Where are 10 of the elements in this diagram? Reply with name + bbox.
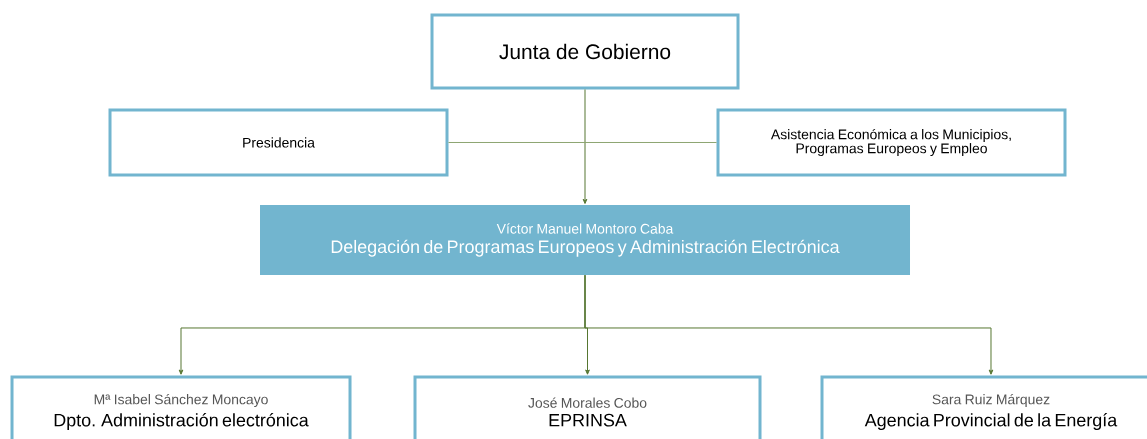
department-band: Víctor Manuel Montoro Caba Delegación de Programas Europeos y Administración Electrónica bbox=[260, 205, 910, 275]
connector bbox=[584, 274, 994, 375]
org-box: Presidencia bbox=[108, 108, 449, 177]
connector bbox=[582, 89, 588, 204]
org-box: Mª Isabel Sánchez Moncayo Dpto. Administración electrónica bbox=[10, 375, 352, 439]
connector bbox=[448, 142, 717, 143]
org-box: Sara Ruiz Márquez Agencia Provincial de la Energía bbox=[820, 375, 1147, 439]
org-box: Asistencia Económica a los Municipios, Programas Europeos y Empleo bbox=[716, 108, 1067, 177]
title-box: Junta de Gobierno bbox=[430, 13, 740, 90]
org-box: José Morales Cobo EPRINSA bbox=[413, 375, 762, 439]
